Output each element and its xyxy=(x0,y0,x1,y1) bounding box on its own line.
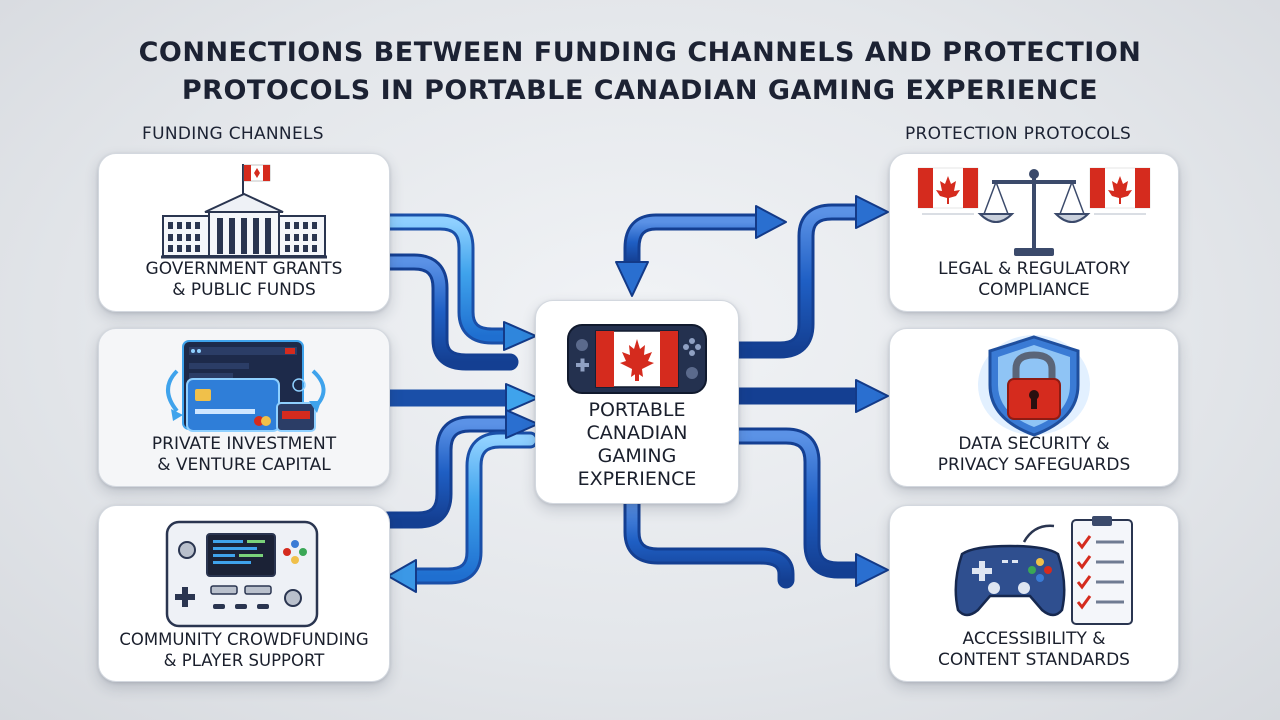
caption-line: COMPLIANCE xyxy=(978,280,1090,300)
caption-legal: LEGAL & REGULATORY COMPLIANCE xyxy=(890,259,1178,301)
caption-line: & PUBLIC FUNDS xyxy=(172,280,316,300)
government-building-icon xyxy=(161,164,327,259)
arrowhead-to-community xyxy=(387,559,417,593)
card-community-crowdfunding: COMMUNITY CROWDFUNDING & PLAYER SUPPORT xyxy=(98,505,390,682)
flow-center-to-access-lower xyxy=(623,493,795,589)
card-private-investment: PRIVATE INVESTMENT & VENTURE CAPITAL xyxy=(98,328,390,487)
caption-line: GAMING xyxy=(597,445,677,467)
shield-lock-icon xyxy=(978,335,1090,437)
scales-of-justice-icon xyxy=(917,167,1151,256)
arrowhead-to-access xyxy=(855,553,889,587)
caption-line: ACCESSIBILITY & xyxy=(962,629,1106,649)
caption-line: DATA SECURITY & xyxy=(958,434,1110,454)
payment-card-icon xyxy=(166,340,326,432)
caption-line: PORTABLE xyxy=(588,399,686,421)
arrowhead-into-center-2 xyxy=(505,383,539,413)
caption-line: CANADIAN xyxy=(586,422,688,444)
card-data-security: DATA SECURITY & PRIVACY SAFEGUARDS xyxy=(889,328,1179,487)
arrowhead-loop-right xyxy=(755,205,787,239)
title-line-1: CONNECTIONS BETWEEN FUNDING CHANNELS AND… xyxy=(138,37,1142,68)
handheld-console-icon xyxy=(165,520,319,628)
caption-line: PRIVACY SAFEGUARDS xyxy=(937,455,1131,475)
caption-line: & VENTURE CAPITAL xyxy=(157,455,331,475)
title-line-2: PROTOCOLS IN PORTABLE CANADIAN GAMING EX… xyxy=(181,75,1099,106)
flow-center-loop-top xyxy=(623,213,764,271)
caption-community: COMMUNITY CROWDFUNDING & PLAYER SUPPORT xyxy=(99,629,389,671)
caption-access: ACCESSIBILITY & CONTENT STANDARDS xyxy=(890,629,1178,671)
arrowhead-into-center-3 xyxy=(505,409,539,439)
page-title: CONNECTIONS BETWEEN FUNDING CHANNELS AND… xyxy=(0,34,1280,110)
funding-channels-heading: FUNDING CHANNELS xyxy=(142,124,324,144)
card-accessibility-standards: ACCESSIBILITY & CONTENT STANDARDS xyxy=(889,505,1179,682)
caption-line: & PLAYER SUPPORT xyxy=(163,651,325,670)
protection-protocols-heading: PROTECTION PROTOCOLS xyxy=(905,124,1132,144)
caption-line: COMMUNITY CROWDFUNDING xyxy=(119,630,369,649)
caption-data: DATA SECURITY & PRIVACY SAFEGUARDS xyxy=(890,434,1178,476)
gamepad-checklist-icon xyxy=(954,516,1133,625)
caption-line: PRIVATE INVESTMENT xyxy=(151,434,337,454)
flow-gov-lower xyxy=(379,253,519,371)
canadian-handheld-console-icon xyxy=(567,324,707,394)
caption-line: LEGAL & REGULATORY xyxy=(938,259,1130,279)
card-government-grants: GOVERNMENT GRANTS & PUBLIC FUNDS xyxy=(98,153,390,312)
arrowhead-to-legal xyxy=(855,195,889,229)
caption-private: PRIVATE INVESTMENT & VENTURE CAPITAL xyxy=(99,434,389,476)
arrowhead-into-center-1 xyxy=(503,321,537,351)
caption-line: EXPERIENCE xyxy=(577,468,697,490)
card-portable-canadian-gaming: PORTABLE CANADIAN GAMING EXPERIENCE xyxy=(535,300,739,504)
caption-line: GOVERNMENT GRANTS xyxy=(145,259,343,279)
arrowhead-loop-down xyxy=(615,261,649,297)
caption-center: PORTABLE CANADIAN GAMING EXPERIENCE xyxy=(536,399,738,491)
caption-line: CONTENT STANDARDS xyxy=(938,650,1130,670)
card-legal-compliance: LEGAL & REGULATORY COMPLIANCE xyxy=(889,153,1179,312)
arrowhead-to-data xyxy=(855,379,889,413)
caption-government: GOVERNMENT GRANTS & PUBLIC FUNDS xyxy=(99,259,389,301)
